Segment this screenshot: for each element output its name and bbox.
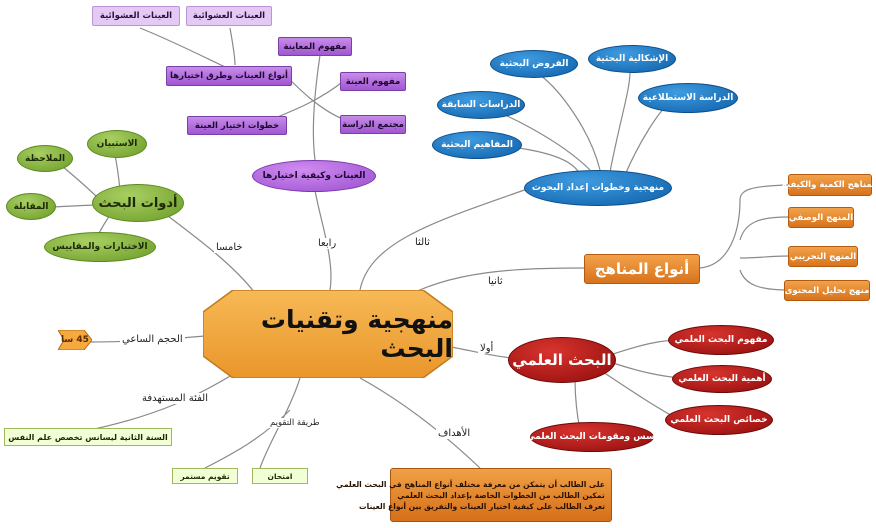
method-quant-qual: المناهج الكمية والكيفية [782,174,876,196]
center-octagon [203,290,453,378]
label-goals: الأهداف [436,428,473,439]
steps-hypotheses: الفروض البحثية [490,50,578,78]
tools-interview: المقابلة [6,193,56,220]
label-hours: الحجم الساعي [120,334,185,345]
method-descriptive: المنهج الوصفي [788,207,854,228]
label-fifth: خامسا [214,242,245,253]
steps-pilot-study: الدراسة الاستطلاعية [638,83,738,113]
samples-population: مجتمع الدراسة [340,115,406,134]
research-importance: أهمية البحث العلمي [672,365,772,393]
audience-box: السنة الثانية ليسانس تخصص علم النفس [4,428,172,446]
samples-random-1: العينات العشوائية [92,6,180,26]
center-title: منهجية وتقنيات البحث [260,305,453,363]
samples-sampling-concept: مفهوم المعاينة [278,37,352,56]
steps-problem: الإشكالية البحثية [588,45,676,73]
label-audience: الفئة المستهدفة [140,393,210,404]
eval-continuous: تقويم مستمر [172,468,238,484]
goals-box: على الطالب أن يتمكن من معرفة مختلف أنواع… [336,468,612,522]
samples-types: أنواع العينات وطرق اختيارها [166,66,292,86]
samples-selection-steps: خطوات اختيار العينة [187,116,287,135]
topic-method-types: أنواع المناهج [584,254,700,284]
steps-concepts: المفاهيم البحثية [432,131,522,159]
tools-tests-measures: الاختبارات والمقاييس [44,232,156,262]
research-foundations: أسس ومقومات البحث العلمي [526,422,658,452]
hours-value: 45 سا [61,335,89,345]
topic-research-tools: أدوات البحث [92,184,184,222]
samples-random-2: العينات العشوائية [186,6,272,26]
label-second: ثانيا [486,276,505,287]
topic-research-steps: منهجية وخطوات إعداد البحوث [524,170,672,206]
line-fifth [159,209,261,301]
samples-sample-concept: مفهوم العينة [340,72,406,91]
goal-line-2: تمكين الطالب من الخطوات الخاصة بإعداد ال… [397,490,605,500]
label-evaluation: طريقة التقويم [268,418,322,428]
method-experimental: المنهج التجريبي [788,246,858,267]
eval-exam: امتحان [252,468,308,484]
method-content-analysis: منهج تحليل المحتوى [784,280,870,301]
line-third [359,187,531,291]
label-third: ثالثا [413,237,432,248]
goal-line-3: تعرف الطالب على كيفية اختيار العينات وال… [358,501,605,511]
line-goals [359,377,481,469]
topic-scientific-research: البحث العلمي [508,337,616,383]
tools-questionnaire: الاستبيان [87,130,147,158]
topic-samples: العينات وكيفية اختيارها [252,160,376,192]
label-first: أولا [478,343,496,354]
goal-line-1: على الطالب أن يتمكن من معرفة مختلف أنواع… [336,479,605,489]
steps-previous-studies: الدراسات السابقة [437,91,525,119]
research-characteristics: خصائص البحث العلمي [665,405,773,435]
label-fourth: رابعا [316,238,339,249]
research-concept: مفهوم البحث العلمي [668,325,774,355]
tools-observation: الملاحظة [17,145,73,172]
hours-pentagon [58,330,92,350]
